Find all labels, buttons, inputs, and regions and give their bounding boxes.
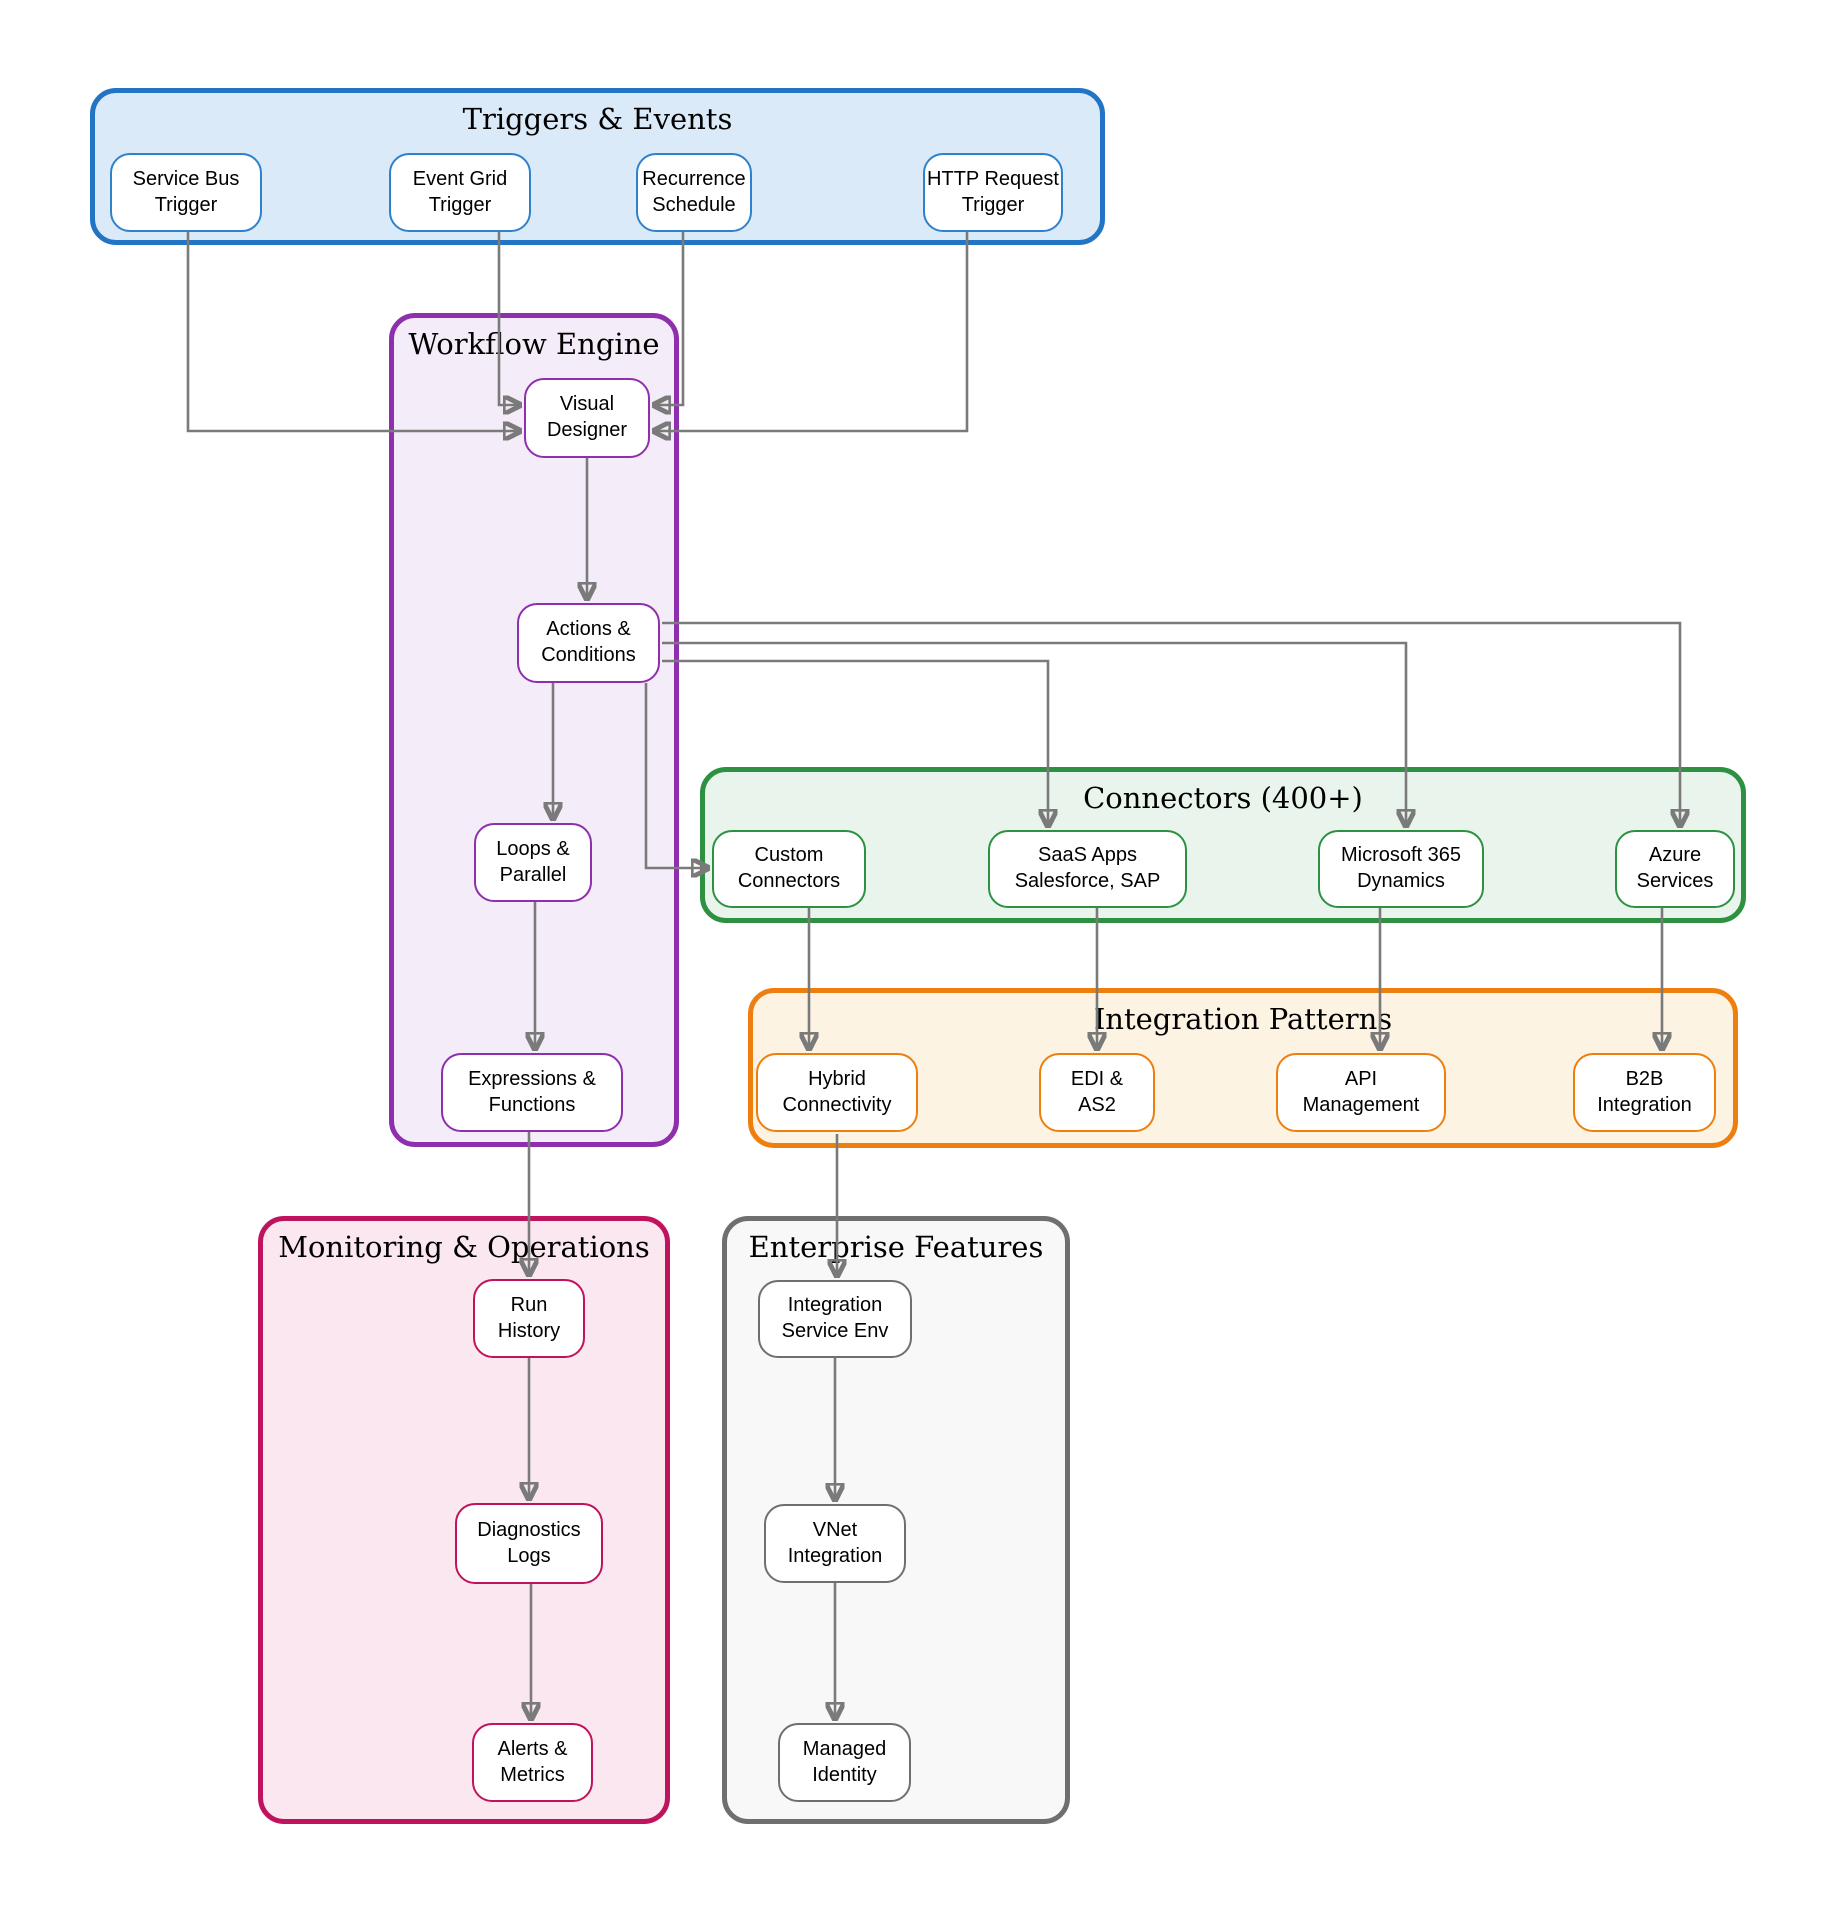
node-expressions-functions: Expressions & Functions bbox=[441, 1053, 623, 1132]
cluster-title-connectors: Connectors (400+) bbox=[1083, 781, 1363, 815]
node-actions-conditions: Actions & Conditions bbox=[517, 603, 660, 683]
node-recurrence-schedule: Recurrence Schedule bbox=[636, 153, 752, 232]
node-loops-parallel: Loops & Parallel bbox=[474, 823, 592, 902]
node-label: Alerts & Metrics bbox=[497, 1737, 568, 1786]
node-hybrid-connectivity: Hybrid Connectivity bbox=[756, 1053, 918, 1132]
node-event-grid-trigger: Event Grid Trigger bbox=[389, 153, 531, 232]
node-microsoft-365: Microsoft 365 Dynamics bbox=[1318, 830, 1484, 908]
node-label: Microsoft 365 Dynamics bbox=[1340, 844, 1462, 892]
node-label: Custom Connectors bbox=[737, 844, 841, 892]
node-label: Expressions & Functions bbox=[468, 1067, 596, 1116]
node-label: Run History bbox=[497, 1293, 561, 1342]
node-label: Actions & Conditions bbox=[541, 618, 636, 666]
node-label: HTTP Request Trigger bbox=[927, 167, 1059, 216]
node-label: Azure Services bbox=[1636, 844, 1714, 892]
node-label: Diagnostics Logs bbox=[477, 1518, 581, 1567]
edge-actions-to-saas-apps bbox=[662, 659, 1048, 827]
node-label: Managed Identity bbox=[802, 1737, 887, 1786]
node-run-history: Run History bbox=[473, 1279, 585, 1358]
node-http-request-trigger: HTTP Request Trigger bbox=[923, 153, 1063, 232]
node-label: Visual Designer bbox=[546, 393, 628, 441]
edge-recurrence-to-visual-designer bbox=[653, 232, 685, 405]
node-api-management: API Management bbox=[1276, 1053, 1446, 1132]
node-label: Hybrid Connectivity bbox=[782, 1067, 892, 1116]
node-saas-apps: SaaS Apps Salesforce, SAP bbox=[988, 830, 1187, 908]
node-label: Service Bus Trigger bbox=[132, 167, 240, 216]
node-custom-connectors: Custom Connectors bbox=[712, 830, 866, 908]
edge-event-grid-to-visual-designer bbox=[497, 232, 521, 405]
cluster-title-integration-patterns: Integration Patterns bbox=[1093, 1002, 1393, 1036]
node-edi-as2: EDI & AS2 bbox=[1039, 1053, 1155, 1132]
cluster-title-triggers-events: Triggers & Events bbox=[462, 102, 733, 136]
node-vnet-integration: VNet Integration bbox=[764, 1504, 906, 1583]
node-label: EDI & AS2 bbox=[1070, 1067, 1124, 1116]
edge-service-bus-to-visual-designer bbox=[186, 232, 521, 431]
node-label: Event Grid Trigger bbox=[412, 167, 508, 216]
node-visual-designer: Visual Designer bbox=[524, 378, 650, 458]
node-alerts-metrics: Alerts & Metrics bbox=[472, 1723, 593, 1802]
edge-actions-to-azure-services bbox=[662, 621, 1680, 827]
node-label: Loops & Parallel bbox=[496, 837, 570, 886]
node-diagnostics-logs: Diagnostics Logs bbox=[455, 1503, 603, 1584]
node-label: Recurrence Schedule bbox=[642, 167, 746, 216]
node-label: VNet Integration bbox=[787, 1518, 883, 1567]
node-label: SaaS Apps Salesforce, SAP bbox=[1014, 844, 1161, 892]
edge-http-request-to-visual-designer bbox=[653, 232, 969, 431]
cluster-title-workflow-engine: Workflow Engine bbox=[408, 327, 660, 361]
edge-actions-to-microsoft-365 bbox=[662, 641, 1406, 827]
node-managed-identity: Managed Identity bbox=[778, 1723, 911, 1802]
node-b2b-integration: B2B Integration bbox=[1573, 1053, 1716, 1132]
node-integration-service-env: Integration Service Env bbox=[758, 1280, 912, 1358]
node-label: API Management bbox=[1302, 1067, 1420, 1116]
node-label: B2B Integration bbox=[1597, 1067, 1692, 1116]
cluster-title-enterprise-features: Enterprise Features bbox=[748, 1230, 1044, 1264]
cluster-connectors: Connectors (400+) bbox=[700, 767, 1746, 923]
node-label: Integration Service Env bbox=[781, 1294, 889, 1342]
edge-actions-to-custom-connectors bbox=[644, 683, 709, 868]
node-azure-services: Azure Services bbox=[1615, 830, 1735, 908]
node-service-bus-trigger: Service Bus Trigger bbox=[110, 153, 262, 232]
cluster-title-monitoring-operations: Monitoring & Operations bbox=[278, 1230, 650, 1264]
